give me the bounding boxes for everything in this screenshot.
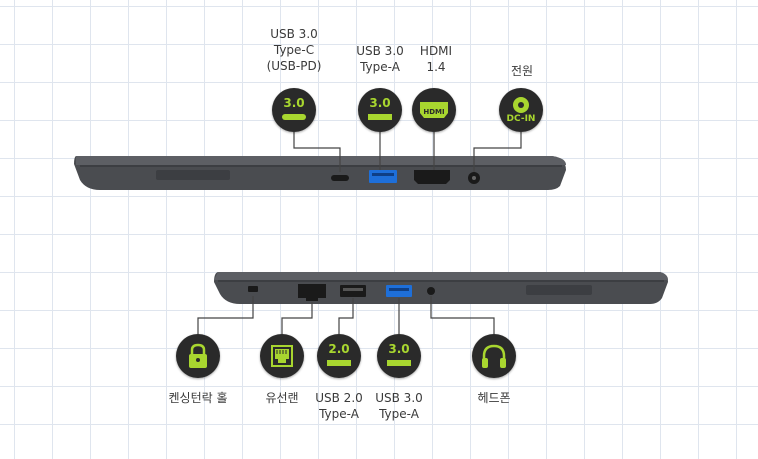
- label-kensington: 켄싱턴락 홀: [168, 391, 228, 405]
- kensington-slot: [248, 286, 258, 292]
- usb-2-icon: 2.0: [317, 334, 361, 378]
- hdmi-port: [414, 170, 450, 184]
- label-usb-a-top: USB 3.0 Type-A: [356, 44, 404, 74]
- hdmi-badge-text: HDMI: [423, 108, 444, 116]
- label-headphone: 헤드폰: [477, 391, 511, 405]
- label-lan: 유선랜: [265, 391, 299, 405]
- hdmi-icon: HDMI: [412, 88, 456, 132]
- label-usb-c: USB 3.0 Type-C (USB-PD): [266, 27, 322, 73]
- usb-c-3-icon: 3.0: [272, 88, 316, 132]
- label-usb3-bottom: USB 3.0 Type-A: [375, 391, 423, 421]
- label-hdmi: HDMI 1.4: [419, 44, 453, 74]
- lock-icon: [176, 334, 220, 378]
- lan-port: [298, 284, 326, 301]
- label-power: 전원: [510, 64, 534, 78]
- lan-icon: [260, 334, 304, 378]
- usb-3-icon: 3.0: [377, 334, 421, 378]
- headphone-icon: [472, 334, 516, 378]
- headphone-jack: [427, 287, 435, 295]
- usb-a-3-icon: 3.0: [358, 88, 402, 132]
- dc-in-icon: DC-IN: [499, 88, 543, 132]
- label-usb2: USB 2.0 Type-A: [315, 391, 363, 421]
- usb-a-port-blue: [369, 170, 397, 183]
- usb-c-port: [331, 175, 349, 181]
